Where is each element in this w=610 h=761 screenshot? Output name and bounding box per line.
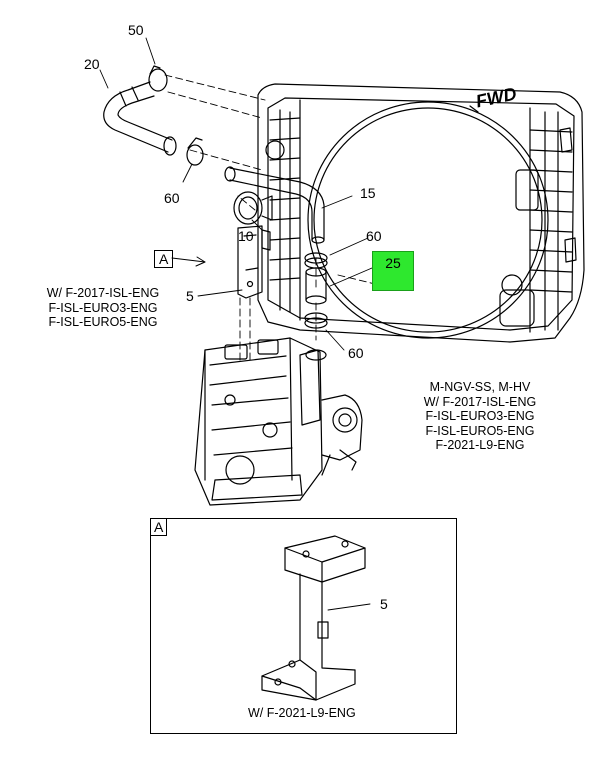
- view-arrow: [171, 256, 206, 267]
- right-note-line: W/ F-2017-ISL-ENG: [423, 394, 537, 409]
- detail-view-panel: [150, 518, 457, 734]
- callout-15: 15: [360, 185, 376, 201]
- right-note-line: F-ISL-EURO5-ENG: [425, 423, 535, 438]
- view-marker-a: A: [154, 250, 174, 268]
- callout-20: 20: [84, 56, 100, 72]
- detail-caption: W/ F-2021-L9-ENG: [248, 706, 356, 720]
- detail-callout-5: 5: [380, 596, 388, 612]
- filler-neck-10: [233, 191, 273, 225]
- callout-60-lower: 60: [348, 345, 364, 361]
- tube-15: [224, 166, 325, 244]
- right-note-line: F-ISL-EURO3-ENG: [425, 409, 535, 423]
- right-note-line: M-NGV-SS, M-HV: [429, 380, 531, 394]
- leader-lines: [99, 37, 373, 351]
- engine-block: [194, 337, 363, 506]
- left-note-line: F-ISL-EURO3-ENG: [48, 300, 158, 315]
- callout-60-mid: 60: [366, 228, 382, 244]
- left-note-line: W/ F-2017-ISL-ENG: [46, 286, 160, 300]
- clamp-50: [148, 65, 168, 92]
- assembly-lines: [164, 74, 401, 361]
- right-applicability-note: M-NGV-SS, M-HV W/ F-2017-ISL-ENG F-ISL-E…: [405, 380, 555, 453]
- callout-5: 5: [186, 288, 194, 304]
- clamp-60-lower: [304, 312, 328, 329]
- clamp-60-upper: [186, 137, 204, 166]
- detail-bracket: [261, 535, 371, 701]
- callout-25-highlight[interactable]: 25: [372, 251, 414, 291]
- right-note-line: F-2021-L9-ENG: [435, 438, 525, 452]
- left-applicability-note: W/ F-2017-ISL-ENG F-ISL-EURO3-ENG F-ISL-…: [20, 286, 186, 330]
- hose-20: [103, 81, 177, 156]
- left-note-line: F-ISL-EURO5-ENG: [48, 315, 158, 329]
- clamp-60-mid: [304, 252, 328, 269]
- callout-10: 10: [238, 228, 254, 244]
- detail-view-marker: A: [150, 518, 168, 536]
- callout-50: 50: [128, 22, 144, 38]
- callout-60-upper: 60: [164, 190, 180, 206]
- radiator-shroud: [257, 83, 585, 343]
